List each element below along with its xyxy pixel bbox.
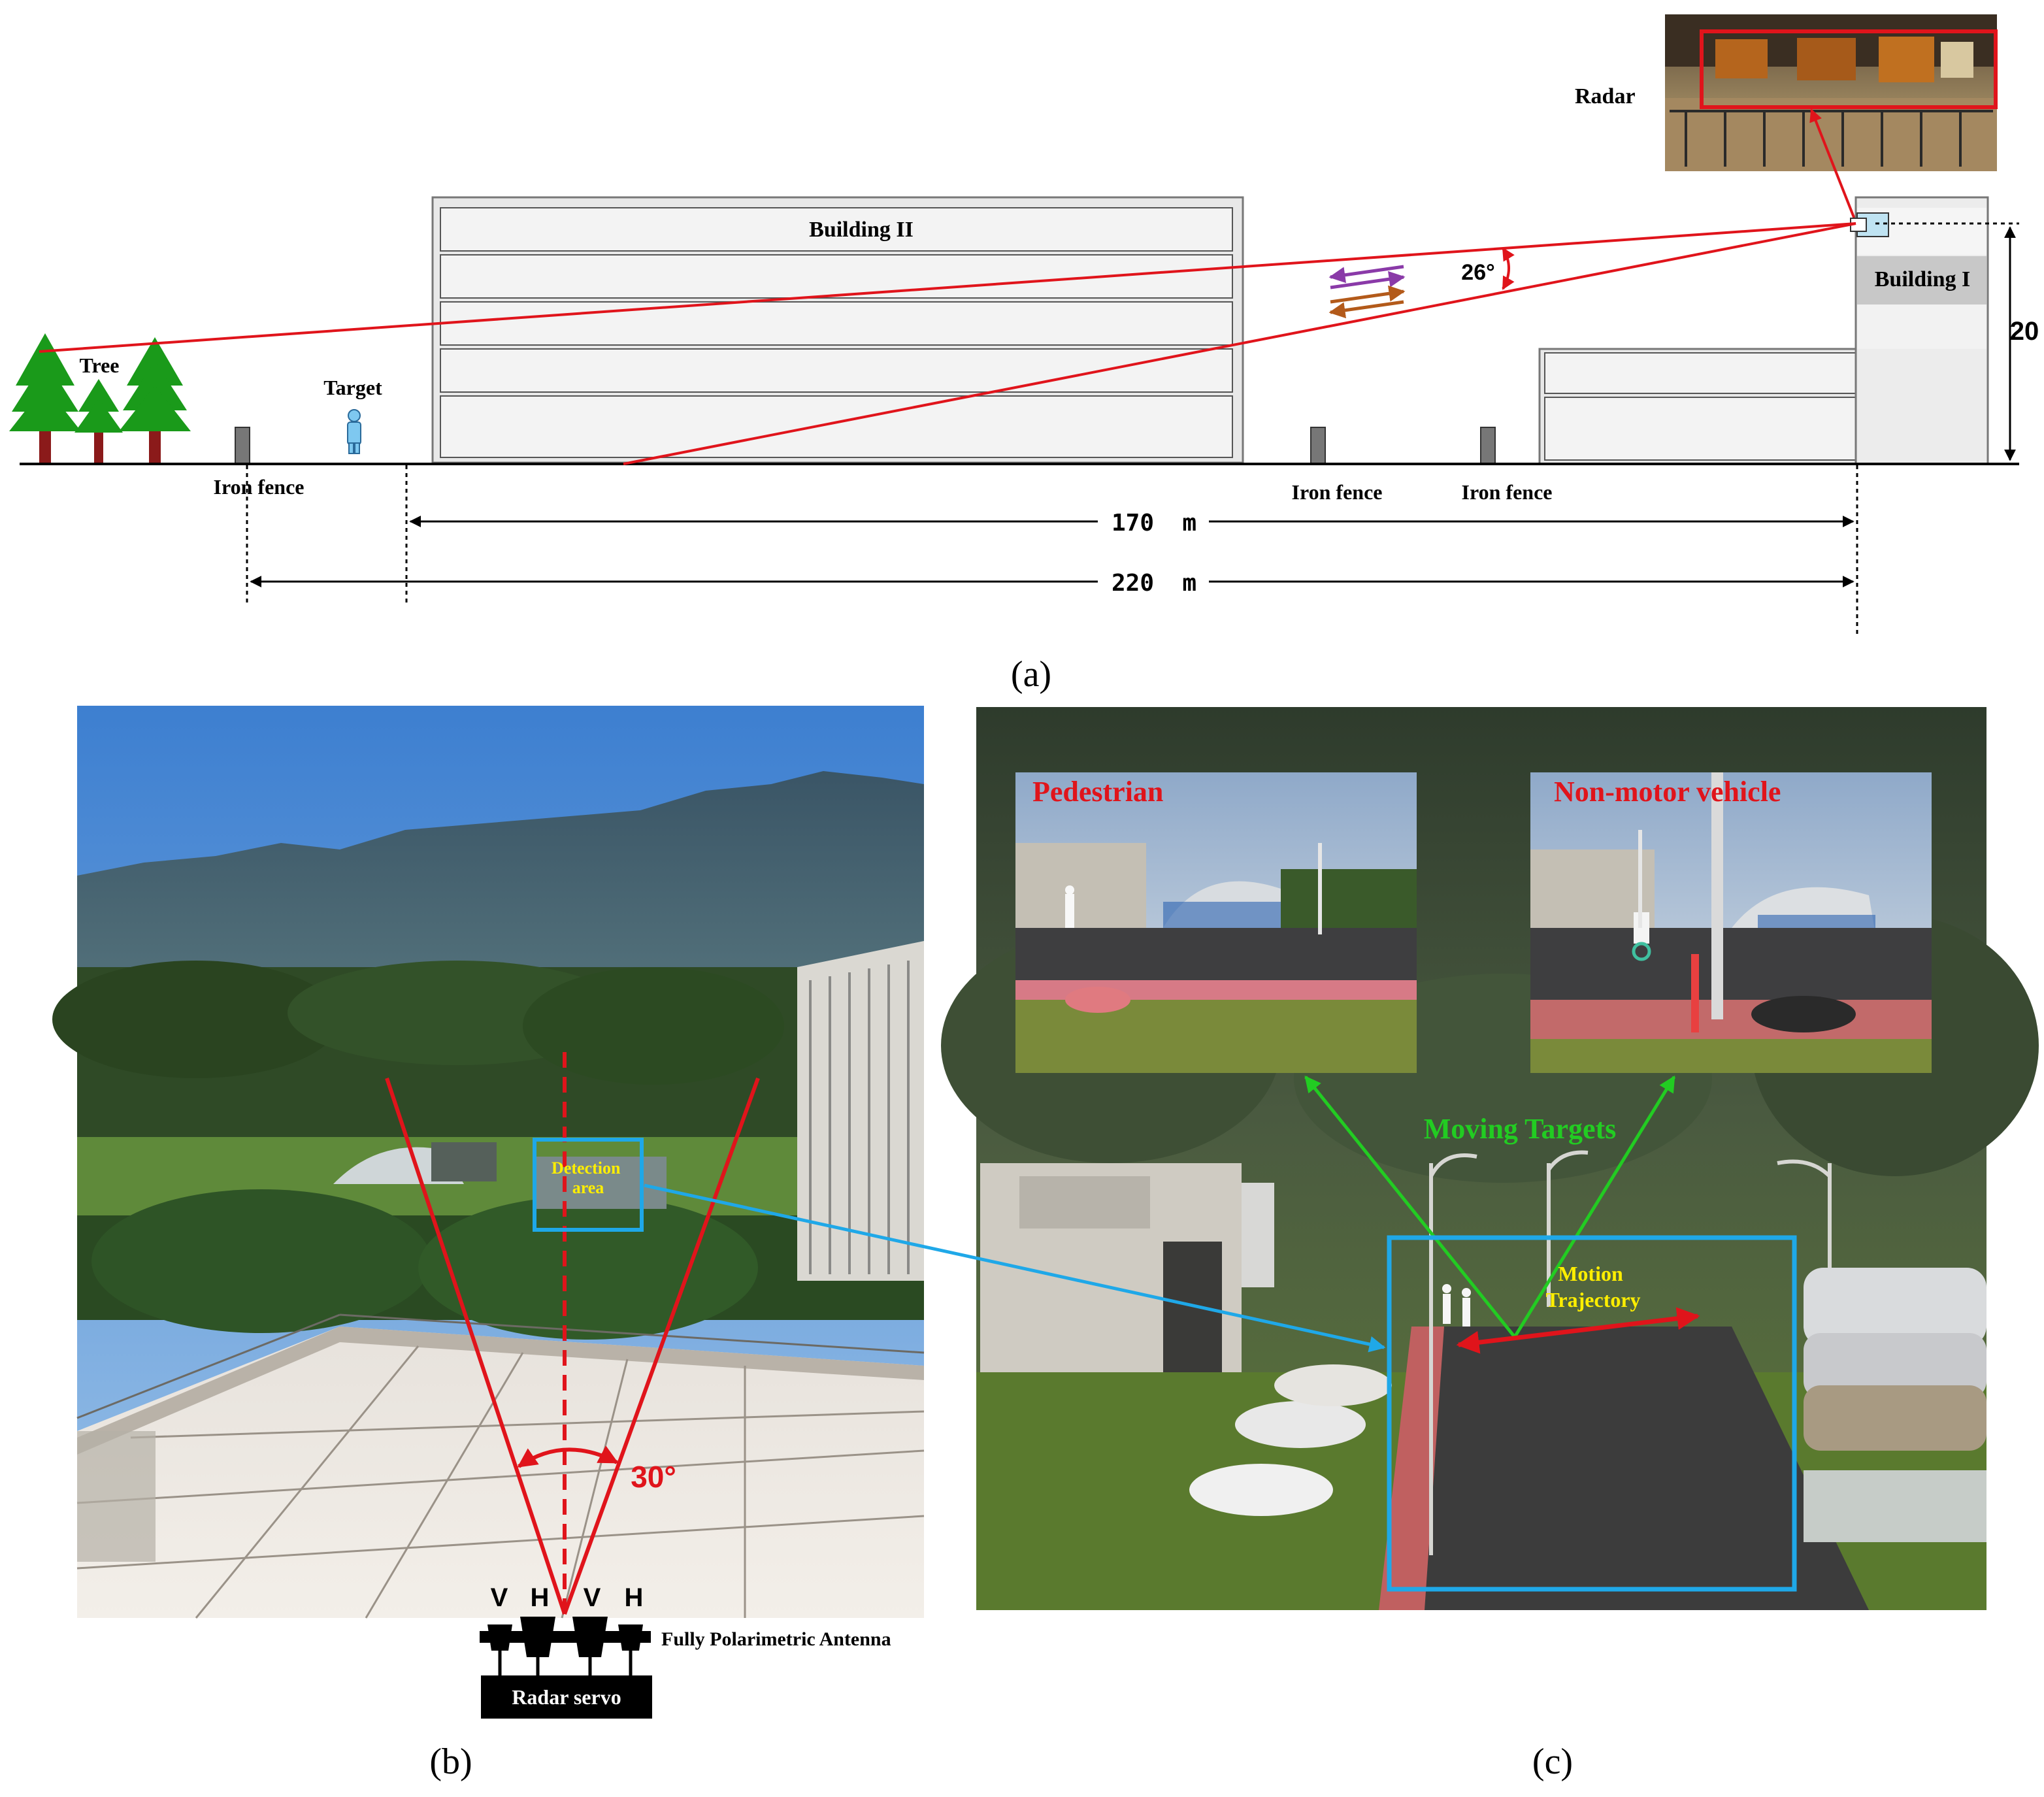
panel-b-photo xyxy=(52,706,925,1619)
motion-arrows xyxy=(1328,265,1406,319)
radar-servo-box xyxy=(481,1675,652,1719)
panel-b: 30° Detection area V H V H Fully Polarim… xyxy=(52,706,925,1782)
radar-servo-label: Radar servo xyxy=(512,1685,621,1709)
height-label: 20 xyxy=(2010,317,2039,346)
iron-fence-post xyxy=(1310,427,1326,465)
building-2-label: Building II xyxy=(809,218,914,242)
motion-trajectory-label: Motion Trajectory xyxy=(1545,1262,1640,1311)
distance-170-label: 170 m xyxy=(1112,510,1196,536)
radar-pointer-arrow xyxy=(1809,108,1857,223)
beam-right-edge xyxy=(563,1077,760,1615)
detection-area-label: Detection area xyxy=(552,1159,625,1197)
detection-area-line1: Detection xyxy=(552,1159,621,1178)
beam-angle-label-b: 30° xyxy=(631,1460,676,1494)
polarization-label: V xyxy=(584,1583,601,1612)
scene-pedestrians xyxy=(1442,1284,1471,1327)
radar-photo xyxy=(1665,14,1998,171)
iron-fence-label: Iron fence xyxy=(1462,480,1553,504)
trees xyxy=(9,333,191,464)
distance-220-label: 220 m xyxy=(1112,570,1196,597)
motion-trajectory-arrow xyxy=(1456,1307,1700,1354)
iron-fence-post xyxy=(1480,427,1496,465)
moving-target-arrow-left xyxy=(1304,1076,1516,1338)
beam-upper-line xyxy=(39,222,1856,353)
panel-c-caption: (c) xyxy=(1532,1741,1573,1782)
antenna-label: Fully Polarimetric Antenna xyxy=(661,1628,891,1650)
target-label: Target xyxy=(323,376,382,399)
detection-area-connector xyxy=(644,1183,1386,1353)
moving-targets-label: Moving Targets xyxy=(1424,1113,1617,1145)
polarization-label: V xyxy=(491,1583,508,1612)
moving-target-arrow-right xyxy=(1513,1075,1676,1338)
panel-a-caption: (a) xyxy=(1011,654,1051,695)
tree-label: Tree xyxy=(80,354,120,377)
building-1-label: Building I xyxy=(1875,267,1970,291)
building-1 xyxy=(1538,196,1989,465)
detection-area-line2: area xyxy=(572,1178,604,1197)
beam-angle-arc-b xyxy=(517,1445,619,1468)
beam-lower-line xyxy=(623,222,1856,465)
non-motor-vehicle-label: Non-motor vehicle xyxy=(1554,776,1781,808)
panel-a: Radar Building II Building I xyxy=(9,14,2039,695)
motion-trajectory-line1: Motion xyxy=(1558,1262,1623,1285)
beam-left-edge xyxy=(385,1078,567,1615)
detection-area-box xyxy=(533,1138,644,1232)
beam-angle-label: 26° xyxy=(1461,260,1494,285)
panel-c: Pedestrian Non-motor vehicle Moving Targ… xyxy=(941,707,2039,1782)
fully-polarimetric-antenna xyxy=(480,1617,651,1687)
radar-label: Radar xyxy=(1575,84,1636,108)
target-person-icon xyxy=(347,409,361,454)
pedestrian-label: Pedestrian xyxy=(1032,776,1163,808)
polarization-label: H xyxy=(531,1583,550,1612)
motion-trajectory-line2: Trajectory xyxy=(1545,1288,1640,1311)
non-motor-vehicle-inset xyxy=(1530,772,1932,1073)
pedestrian-inset xyxy=(1015,772,1417,1073)
beam-angle-arc xyxy=(1502,247,1515,290)
detection-box-c xyxy=(1387,1235,1797,1592)
polarization-label: H xyxy=(625,1583,644,1612)
iron-fence-label: Iron fence xyxy=(1292,480,1383,504)
iron-fence-label: Iron fence xyxy=(214,475,305,499)
iron-fence-post xyxy=(235,427,250,465)
panel-b-caption: (b) xyxy=(429,1741,472,1782)
building-2 xyxy=(431,196,1244,464)
